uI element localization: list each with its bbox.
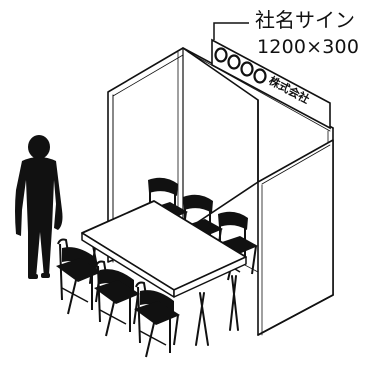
sign-circle	[253, 68, 267, 84]
sign-circle	[227, 54, 241, 70]
sign-circles	[214, 47, 267, 84]
person-silhouette	[15, 135, 63, 279]
sign-callout-label: 社名サイン	[255, 8, 355, 32]
sign-callout-size: 1200×300	[257, 36, 360, 58]
sign-circle	[240, 61, 254, 77]
side-wall-panel	[257, 139, 334, 336]
sign-circle	[214, 47, 228, 63]
table	[81, 200, 247, 346]
callout-leader	[213, 22, 249, 40]
front-chair	[93, 260, 141, 337]
